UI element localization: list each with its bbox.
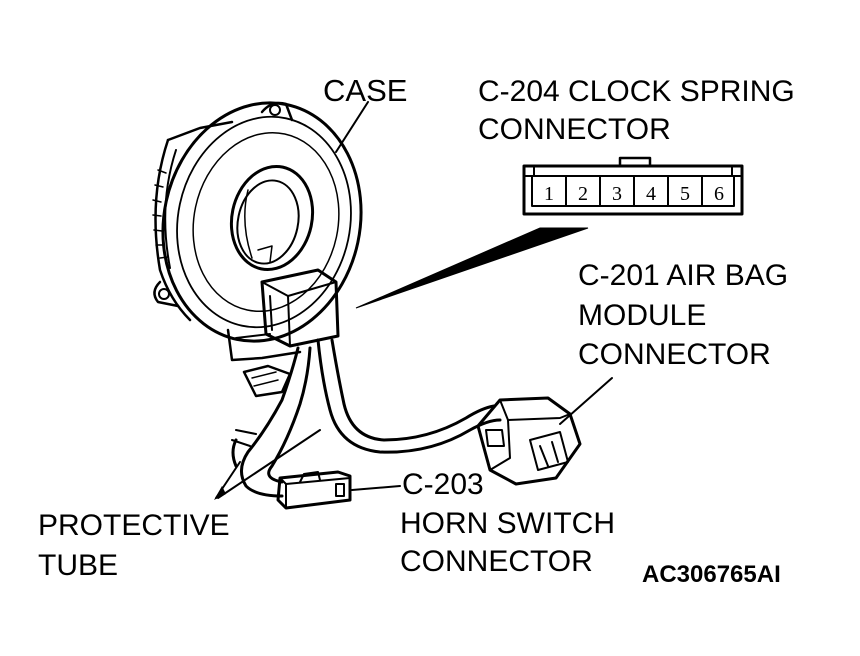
- case-label: CASE: [323, 73, 407, 108]
- connector-pin-6: 6: [714, 183, 724, 205]
- connector-pin-2: 2: [578, 183, 588, 205]
- c203-label-line1: C-203: [402, 468, 484, 501]
- c204-label-line1: C-204 CLOCK SPRING: [478, 75, 795, 108]
- connector-pin-1: 1: [544, 183, 554, 205]
- connector-pin-4: 4: [646, 183, 656, 205]
- c203-label-line3: CONNECTOR: [400, 545, 593, 578]
- c201-label-line1: C-201 AIR BAG: [578, 259, 788, 292]
- leader-lines: [214, 101, 613, 500]
- air-bag-module-connector: [476, 396, 582, 486]
- c204-callout-wedge: [355, 227, 589, 309]
- clock-spring-case: [152, 101, 363, 398]
- c203-leader: [351, 485, 401, 491]
- c204-label-line2: CONNECTOR: [478, 113, 671, 146]
- c201-label-line2: MODULE: [578, 299, 706, 332]
- tube-leader-2: [217, 429, 321, 499]
- clock-spring-connector-face: 1 2 3 4 5 6: [522, 156, 744, 216]
- c201-label-line3: CONNECTOR: [578, 338, 771, 371]
- figure-code: AC306765AI: [642, 561, 781, 588]
- case-leader: [335, 101, 369, 153]
- cable-exit-housing: [260, 268, 340, 348]
- connector-pin-3: 3: [612, 183, 622, 205]
- connector-pin-5: 5: [680, 183, 690, 205]
- c201-leader: [559, 377, 613, 425]
- c203-label-line2: HORN SWITCH: [400, 507, 615, 540]
- horn-switch-connector: [276, 470, 352, 510]
- protective-tube-label-line2: TUBE: [38, 549, 118, 582]
- protective-tube-label-line1: PROTECTIVE: [38, 509, 230, 542]
